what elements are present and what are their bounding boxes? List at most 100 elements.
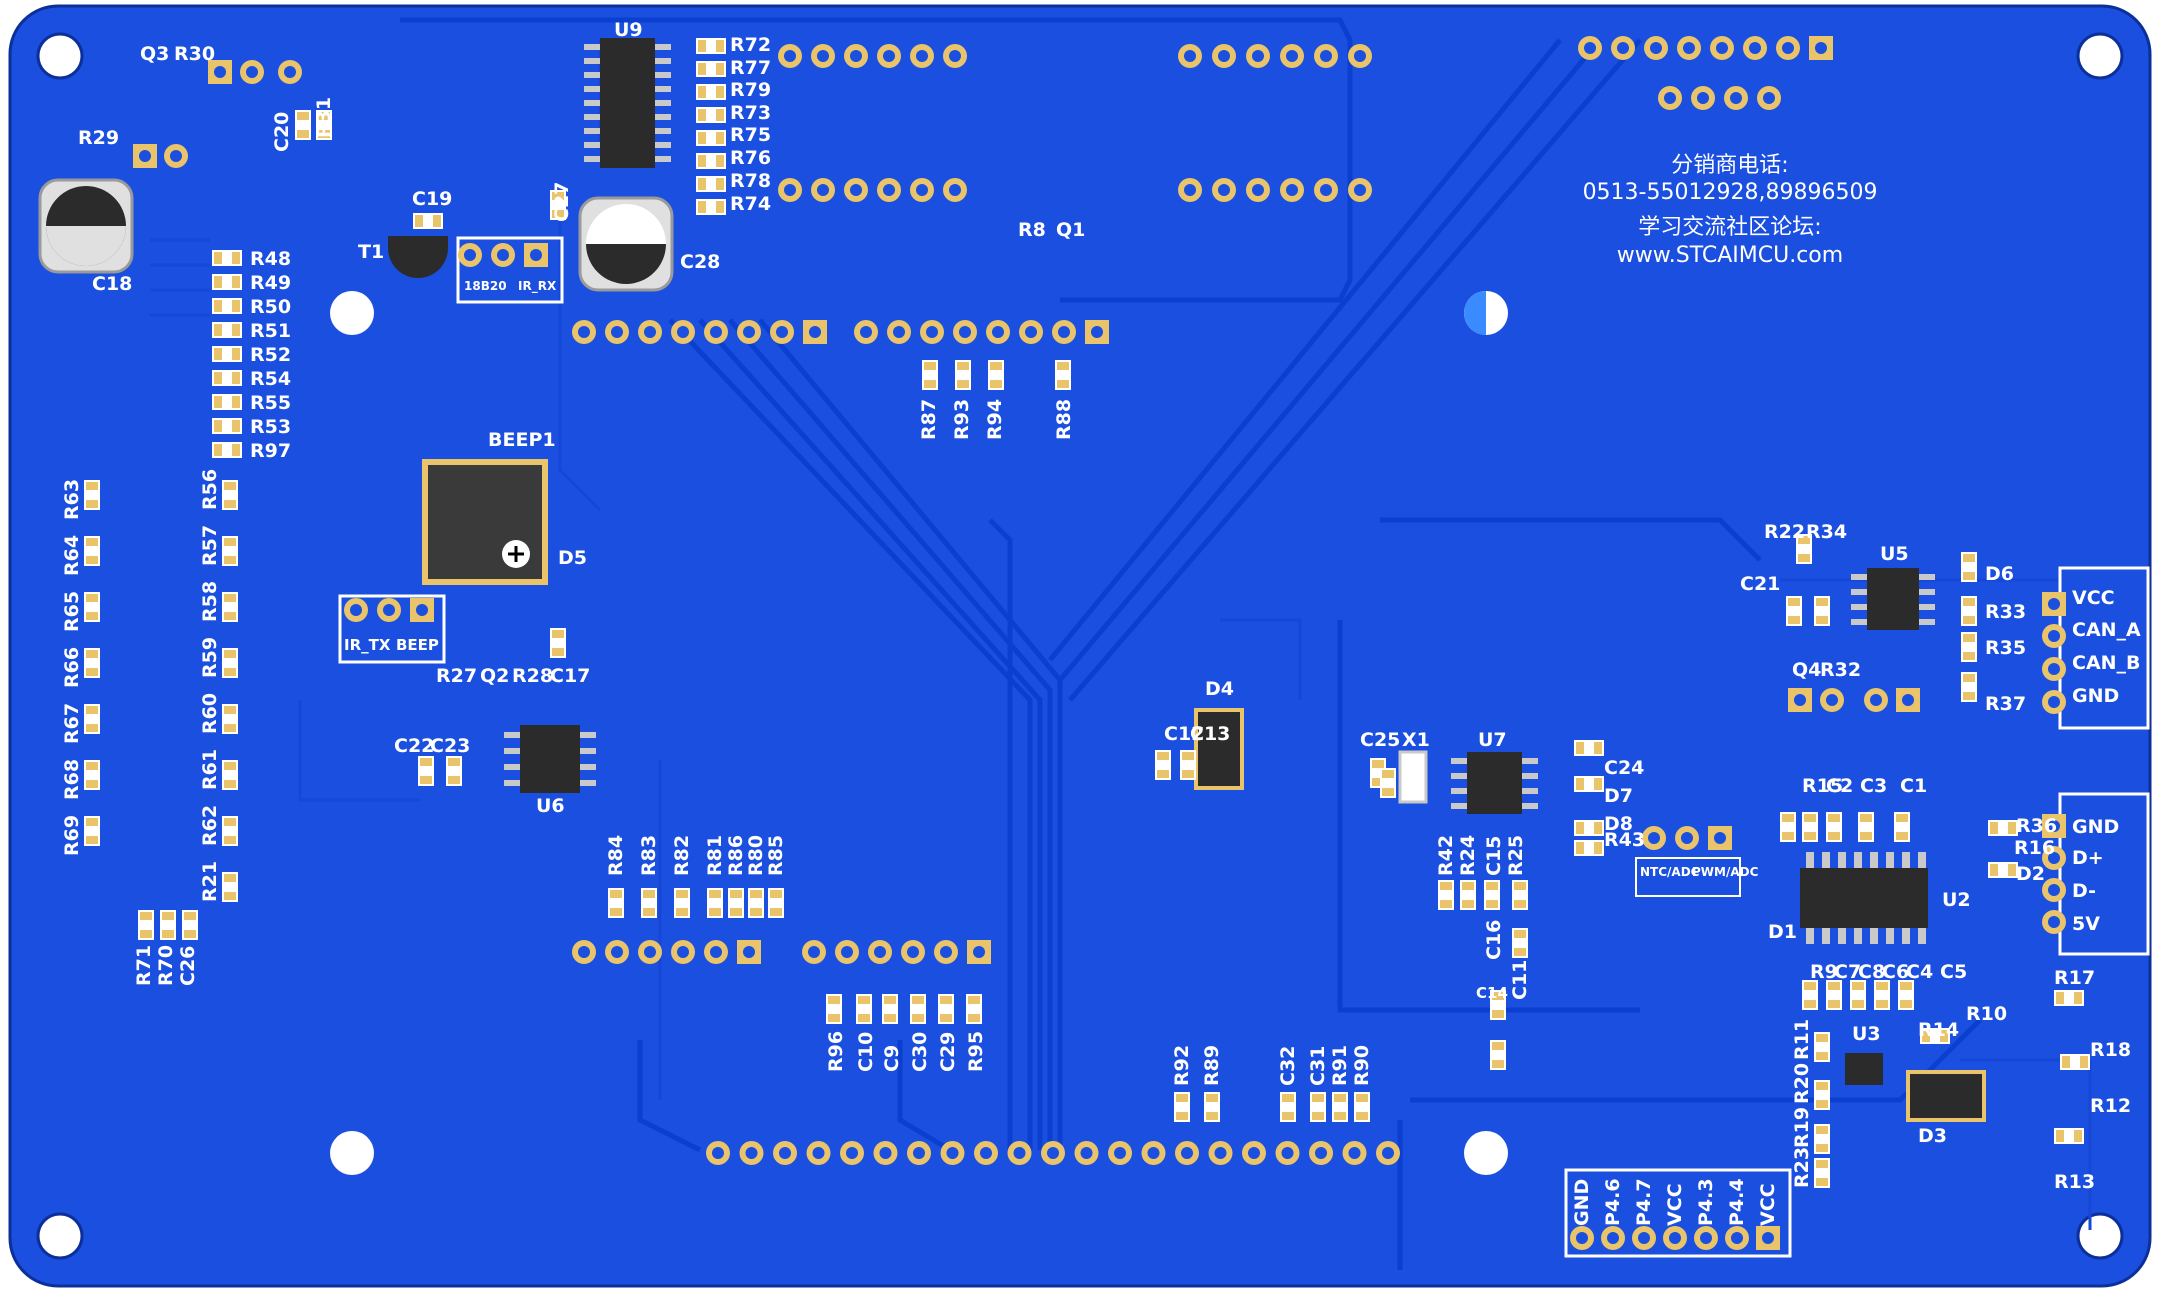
smd-pad — [730, 890, 742, 898]
pad-hole — [1617, 42, 1629, 54]
pad-hole — [214, 66, 226, 78]
component-label: R59 — [199, 637, 221, 678]
pad-hole — [1697, 92, 1709, 104]
component-label: U7 — [1478, 729, 1507, 751]
smd-pad — [1816, 616, 1828, 624]
smd-pad — [224, 612, 236, 620]
smd-pad — [1514, 900, 1526, 908]
smd-pad — [232, 372, 240, 384]
pad-hole — [1664, 92, 1676, 104]
pad-hole — [1080, 1147, 1093, 1159]
smd-pad — [1157, 770, 1169, 778]
smd-pad — [140, 912, 152, 920]
pad-hole — [860, 326, 872, 338]
smd-pad — [716, 178, 724, 190]
smd-pad — [1057, 380, 1069, 388]
pad-hole — [677, 946, 689, 958]
pad-hole — [1320, 184, 1332, 196]
smd-pad — [924, 380, 936, 388]
smd-pad — [1990, 864, 1998, 876]
smd-pad — [552, 630, 564, 638]
pad-hole — [980, 1147, 992, 1159]
component-label: R76 — [730, 147, 771, 169]
component-label: U9 — [614, 19, 643, 41]
smd-pad — [184, 930, 196, 938]
pad-hole — [497, 249, 509, 261]
smd-pad — [224, 818, 236, 826]
smd-pad — [1963, 692, 1975, 700]
smd-pad — [676, 908, 688, 916]
component-label: C23 — [430, 735, 470, 757]
component-label: R71 — [133, 945, 155, 986]
smd-pad — [698, 201, 706, 213]
component-label: R34 — [1806, 521, 1847, 543]
smd-pad — [676, 890, 688, 898]
pad-hole — [2048, 852, 2060, 864]
component-label: R9 — [1810, 961, 1838, 983]
component-label: R48 — [250, 248, 291, 270]
smd-pad — [1963, 572, 1975, 580]
pad-hole — [779, 1147, 791, 1159]
info-line-1: 分销商电话: — [1671, 153, 1788, 178]
component-label: R35 — [1985, 637, 2026, 659]
smd-pad — [1356, 1094, 1368, 1102]
component-label: R78 — [730, 170, 771, 192]
smd-pad — [1176, 1112, 1188, 1120]
pad-hole — [1114, 1147, 1126, 1159]
component-label: R30 — [174, 43, 215, 65]
component-label: R69 — [61, 815, 83, 856]
component-label: R77 — [730, 57, 771, 79]
pad-hole — [1354, 184, 1366, 196]
smd-pad — [1876, 982, 1888, 990]
smd-pad — [1816, 1100, 1828, 1108]
pad-hole — [1650, 42, 1662, 54]
smd-pad — [232, 444, 240, 456]
component-label: R75 — [730, 124, 771, 146]
usb-label: D- — [2072, 880, 2096, 902]
smd-pad — [1206, 1112, 1218, 1120]
smd-pad — [716, 109, 724, 121]
smd-pad — [1594, 822, 1602, 834]
pad-hole — [745, 1147, 758, 1159]
smd-pad — [420, 758, 432, 766]
smd-pad — [1828, 832, 1840, 840]
smd-pad — [716, 155, 724, 167]
pad-hole — [1576, 1232, 1588, 1244]
smd-pad — [1594, 842, 1602, 854]
smd-pad — [214, 420, 222, 432]
can-connector-frame — [2058, 566, 2150, 730]
component-label: R36 — [2016, 815, 2057, 837]
component-label: C31 — [1307, 1046, 1329, 1086]
component-label: R54 — [250, 368, 291, 390]
smd-pad — [1462, 900, 1474, 908]
component-label: R42 — [1435, 835, 1457, 876]
component-label: R43 — [1604, 829, 1645, 851]
smd-pad — [224, 762, 236, 770]
smd-pad — [912, 996, 924, 1004]
smd-pad — [2062, 1056, 2070, 1068]
smd-pad — [940, 1014, 952, 1022]
smd-pad — [448, 758, 460, 766]
smd-pad — [1804, 832, 1816, 840]
c18-capacitor — [38, 178, 134, 274]
usb-label: 5V — [2072, 913, 2100, 935]
info-line-2: 0513-55012928,89896509 — [1583, 180, 1878, 205]
smd-pad — [957, 362, 969, 370]
smd-pad — [1816, 1126, 1828, 1134]
component-label: R97 — [250, 440, 291, 462]
smd-pad — [1963, 634, 1975, 642]
smd-pad — [1440, 882, 1452, 890]
smd-pad — [1312, 1112, 1324, 1120]
component-label: R31 — [313, 97, 335, 138]
smd-pad — [86, 594, 98, 602]
pad-hole — [170, 150, 182, 162]
smd-pad — [1594, 742, 1602, 754]
smd-pad — [232, 324, 240, 336]
component-label: C24 — [1604, 757, 1644, 779]
smd-pad — [1900, 982, 1912, 990]
pad-hole — [1091, 326, 1103, 338]
smd-pad — [1990, 822, 1998, 834]
pad-hole — [883, 50, 895, 62]
component-label: R60 — [199, 693, 221, 734]
component-label: D2 — [2016, 863, 2045, 885]
